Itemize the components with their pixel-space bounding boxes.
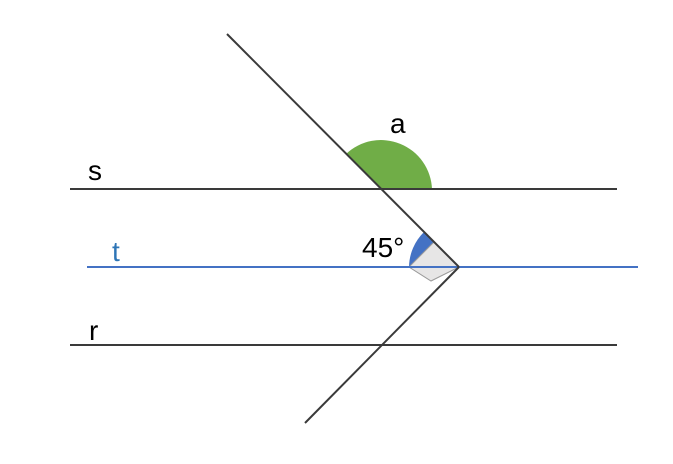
label-angle-45: 45° [362, 232, 404, 263]
angle-a-sector [346, 140, 432, 189]
label-s: s [88, 155, 102, 186]
transversal-upper [226, 33, 460, 268]
label-angle-a: a [390, 108, 406, 139]
transversal-lower [304, 266, 460, 424]
label-t: t [112, 236, 120, 267]
label-r: r [89, 315, 98, 346]
